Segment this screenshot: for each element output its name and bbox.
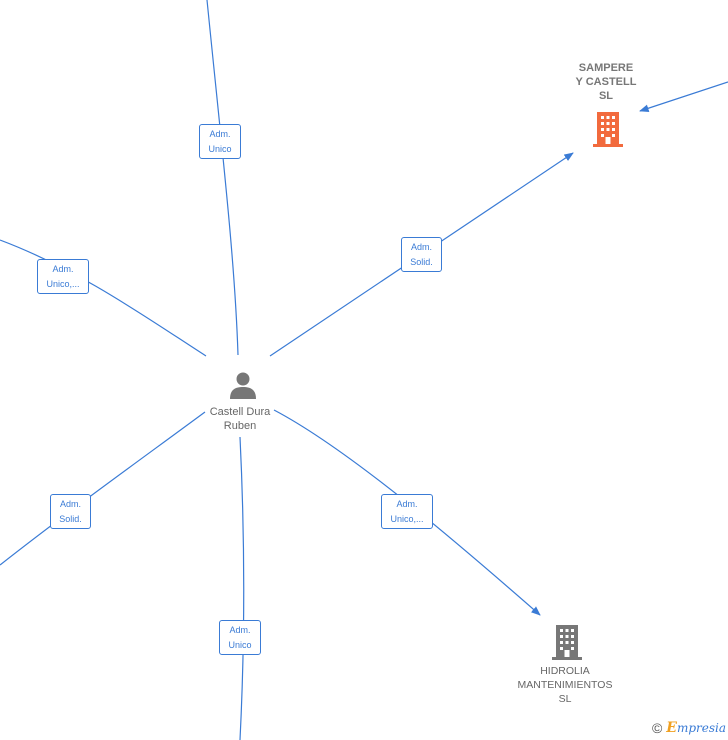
footer-credit: © Empresia: [652, 720, 726, 736]
edge-label-lower-left[interactable]: Adm. Solid.: [50, 494, 91, 529]
person-name-line1: Castell Dura: [209, 406, 271, 418]
building-icon-hidrolia[interactable]: [550, 623, 584, 661]
sampere-label[interactable]: SAMPERE Y CASTELL SL: [556, 61, 656, 103]
empresia-logo[interactable]: Empresia: [666, 720, 726, 736]
hidrolia-name-line1: HIDROLIA: [540, 665, 590, 677]
edge-label-bottom-line2: Unico: [228, 640, 252, 650]
edge-sampere-incoming: [639, 81, 728, 112]
hidrolia-name-line2: MANTENIMIENTOS: [517, 679, 613, 691]
edge-upper-left: [0, 239, 207, 357]
copyright-icon: ©: [651, 720, 663, 736]
person-name-line2: Ruben: [223, 420, 257, 432]
brand-rest: mpresia: [676, 721, 726, 735]
person-label[interactable]: Castell Dura Ruben: [190, 405, 290, 433]
edge-label-top-line2: Unico: [208, 144, 232, 154]
edge-label-hidrolia-line1: Adm.: [396, 499, 418, 509]
edge-label-sampere-line1: Adm.: [410, 242, 432, 252]
sampere-name-line1: SAMPERE: [578, 62, 634, 74]
edge-top: [206, 0, 239, 356]
hidrolia-name-line3: SL: [558, 693, 572, 705]
edge-bottom: [239, 436, 245, 740]
edge-label-upper-left-line2: Unico,...: [46, 279, 80, 289]
sampere-name-line3: SL: [598, 90, 614, 102]
person-icon[interactable]: [228, 370, 258, 400]
brand-initial: E: [666, 720, 677, 736]
edge-label-sampere[interactable]: Adm. Solid.: [401, 237, 442, 272]
edge-label-sampere-line2: Solid.: [410, 257, 433, 267]
edge-label-top-line1: Adm.: [209, 129, 231, 139]
edge-label-lower-left-line1: Adm.: [59, 499, 81, 509]
edge-label-bottom-line1: Adm.: [229, 625, 251, 635]
edge-label-lower-left-line2: Solid.: [59, 514, 82, 524]
edge-label-hidrolia[interactable]: Adm. Unico,...: [381, 494, 433, 529]
edge-label-top[interactable]: Adm. Unico: [199, 124, 241, 159]
edge-label-upper-left[interactable]: Adm. Unico,...: [37, 259, 89, 294]
hidrolia-label[interactable]: HIDROLIA MANTENIMIENTOS SL: [505, 664, 625, 706]
building-icon-sampere[interactable]: [591, 110, 625, 148]
edge-label-hidrolia-line2: Unico,...: [390, 514, 424, 524]
sampere-name-line2: Y CASTELL: [575, 76, 637, 88]
edge-lower-left: [0, 411, 206, 566]
edge-label-bottom[interactable]: Adm. Unico: [219, 620, 261, 655]
edge-label-upper-left-line1: Adm.: [52, 264, 74, 274]
